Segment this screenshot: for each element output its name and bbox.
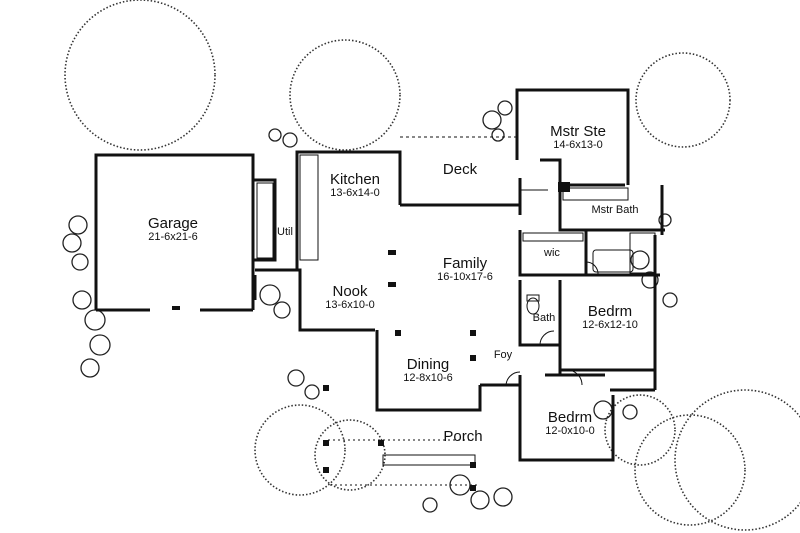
room-nook-dims: 13-6x10-0: [325, 298, 375, 311]
dining-walls: [375, 330, 482, 412]
columns: [172, 182, 570, 491]
room-family-dims: 16-10x17-6: [437, 270, 493, 283]
room-mstr-bath-name: Mstr Bath: [591, 204, 639, 216]
tree-right: [674, 389, 800, 531]
tree-right-2: [634, 414, 746, 526]
kitchen-counter: [299, 154, 319, 261]
bath-walls: [518, 280, 560, 347]
door-swing-wic: [585, 261, 599, 276]
fixtures: [256, 154, 656, 486]
shower: [629, 232, 656, 274]
garage-walls: [94, 153, 255, 310]
master-bath-walls: [558, 185, 665, 232]
wic-walls: [518, 230, 660, 277]
tree-porch-left: [254, 404, 346, 496]
landscape-trees: [64, 0, 800, 531]
room-family-name: Family: [442, 255, 488, 272]
room-nook-name: Nook: [332, 283, 368, 300]
room-bedrm-1-dims: 12-6x12-10: [582, 318, 638, 331]
wic-shelf: [522, 232, 584, 242]
room-bedrm-2-name: Bedrm: [547, 409, 593, 426]
landscape-shrubs: [62, 100, 678, 513]
tree-garage: [64, 0, 216, 151]
room-porch-name: Porch: [443, 428, 483, 445]
master-bath-vanity: [562, 187, 629, 201]
room-bedrm-1-name: Bedrm: [587, 303, 633, 320]
room-garage-name: Garage: [147, 215, 199, 232]
room-foy-name: Foy: [493, 349, 513, 361]
nook-walls: [255, 268, 375, 332]
room-dining-dims: 12-8x10-6: [403, 371, 453, 384]
room-wic-name: wic: [544, 247, 560, 259]
room-family: Family 16-10x17-6: [415, 256, 515, 283]
tree-porch-left-2: [314, 419, 386, 491]
toilet: [526, 297, 540, 315]
room-mstr-ste: Mstr Ste 14-6x13-0: [533, 124, 623, 151]
room-kitchen: Kitchen 13-6x14-0: [310, 172, 400, 199]
utility-fixture: [256, 182, 274, 259]
room-kitchen-name: Kitchen: [329, 171, 381, 188]
room-kitchen-dims: 13-6x14-0: [330, 186, 380, 199]
room-garage-dims: 21-6x21-6: [148, 230, 198, 243]
door-swing-foyer: [505, 371, 521, 387]
room-mstr-ste-dims: 14-6x13-0: [553, 138, 603, 151]
room-bath-name: Bath: [532, 312, 556, 324]
tub: [592, 249, 634, 273]
kitchen-walls: [295, 150, 402, 260]
room-mstr-ste-name: Mstr Ste: [550, 123, 606, 140]
porch-railing: [382, 454, 476, 466]
room-deck-name: Deck: [442, 161, 478, 178]
room-bedrm-2-dims: 12-0x10-0: [545, 424, 595, 437]
room-garage: Garage 21-6x21-6: [128, 216, 218, 243]
bedroom-2-walls: [518, 375, 615, 462]
room-dining-name: Dining: [406, 356, 450, 373]
room-dining: Dining 12-8x10-6: [383, 357, 473, 384]
room-util-name: Util: [277, 226, 293, 238]
room-bedrm-1: Bedrm 12-6x12-10: [565, 304, 655, 331]
tree-right-3: [604, 394, 676, 466]
tree-kitchen: [289, 39, 401, 151]
tree-master: [635, 52, 731, 148]
door-swing-bedroom: [566, 369, 583, 386]
room-bedrm-2: Bedrm 12-0x10-0: [525, 410, 615, 437]
room-nook: Nook 13-6x10-0: [305, 284, 395, 311]
door-swing-bath: [539, 330, 555, 346]
master-suite-walls: [515, 88, 630, 185]
